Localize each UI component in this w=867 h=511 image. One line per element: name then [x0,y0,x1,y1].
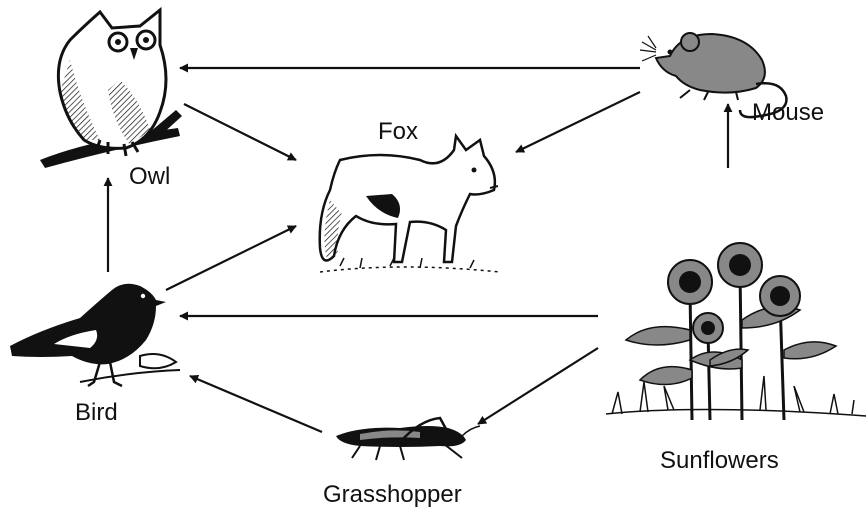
arrow-owl-to-fox [184,104,296,160]
fox-label: Fox [378,120,418,144]
sunflowers-label: Sunflowers [660,449,779,473]
owl-icon [40,10,182,168]
arrow-sunflowers-to-grasshopper [478,348,598,424]
owl-label: Owl [129,165,170,189]
grasshopper-label: Grasshopper [323,483,462,507]
arrow-mouse-to-fox [516,92,640,152]
grasshopper-icon [336,418,480,460]
fox-icon [320,136,500,272]
mouse-label: Mouse [752,101,824,125]
arrow-grasshopper-to-bird [190,376,322,432]
sunflowers-icon [606,243,866,420]
bird-icon [10,284,180,386]
arrow-bird-to-fox [166,226,296,290]
bird-label: Bird [75,401,118,425]
